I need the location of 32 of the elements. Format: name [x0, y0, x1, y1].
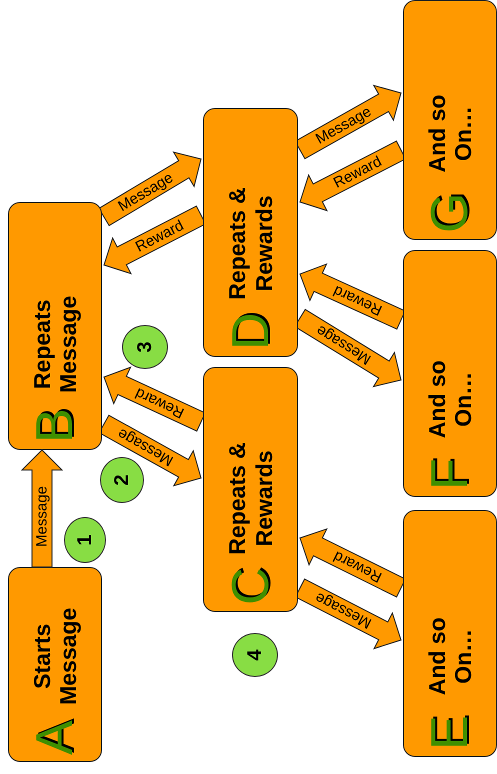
stage-letter: A [29, 720, 81, 755]
edge-label: Message [34, 486, 50, 547]
stage-letter: B [29, 408, 81, 443]
stage-letter: C [224, 567, 276, 605]
stage-title: And so On… [424, 359, 476, 440]
stage-box [403, 0, 497, 240]
stage-letter: E [424, 715, 476, 750]
stage-title: And so On… [424, 616, 476, 698]
stage-box [203, 108, 298, 357]
stage-box [203, 367, 298, 612]
step-number: 1 [74, 534, 96, 546]
stage-title: And so On… [424, 94, 476, 175]
block-arrow [299, 263, 406, 330]
stage-letter: F [424, 458, 476, 490]
stage-letter: D [224, 312, 276, 350]
stage-title: Repeats Message [28, 294, 82, 395]
stage-box [8, 202, 102, 450]
step-number: 3 [134, 341, 156, 353]
block-arrow [20, 449, 64, 568]
stage-title: Repeats & Rewards [224, 186, 277, 302]
block-arrow [103, 366, 206, 432]
step-number-badge [122, 325, 168, 369]
stage-box [8, 567, 102, 762]
step-number: 4 [244, 649, 266, 661]
stage-letter: G [424, 192, 476, 233]
stage-title: Repeats & Rewards [224, 441, 277, 557]
step-number-badge [232, 633, 278, 677]
step-number-badge [64, 517, 106, 563]
stage-box [403, 510, 497, 757]
stage-title: Starts Message [28, 606, 82, 707]
step-number: 2 [110, 474, 134, 486]
stage-box [403, 250, 497, 497]
